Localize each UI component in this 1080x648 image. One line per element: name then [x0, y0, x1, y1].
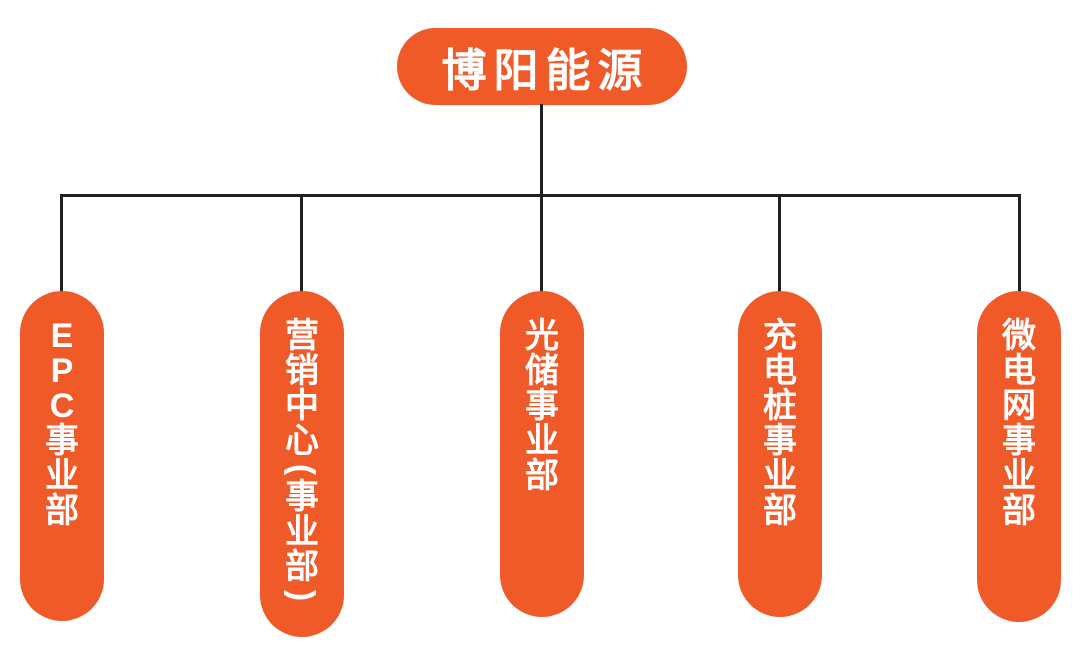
- vertical-glyph: E: [50, 317, 74, 355]
- vertical-glyph: 销: [285, 352, 319, 390]
- org-node-charging-pile-division-label: 充电桩事业部: [738, 291, 822, 529]
- vertical-glyph: 业: [763, 457, 797, 495]
- vertical-glyph: 微: [1002, 317, 1036, 355]
- vertical-glyph: 心: [285, 422, 319, 460]
- vertical-glyph: P: [50, 352, 74, 390]
- connector-drop-line-4: [778, 195, 781, 292]
- vertical-glyph: 光: [525, 317, 559, 355]
- vertical-glyph: 储: [525, 352, 559, 390]
- org-node-root-label: 博阳能源: [441, 45, 650, 96]
- connector-drop-line-1: [60, 195, 63, 292]
- vertical-glyph: C: [49, 387, 75, 425]
- org-node-marketing-center-division-label: 营销中心 ( 事业部): [260, 291, 344, 606]
- org-node-charging-pile-division: 充电桩事业部: [738, 291, 822, 617]
- connector-drop-line-3: [540, 195, 543, 292]
- vertical-glyph: (: [283, 463, 322, 476]
- vertical-glyph: 事: [45, 422, 79, 460]
- vertical-glyph: 部: [525, 457, 559, 495]
- vertical-glyph: 电: [763, 352, 797, 390]
- vertical-glyph: 部: [45, 492, 79, 530]
- vertical-glyph: 业: [285, 513, 319, 551]
- vertical-glyph: 部: [285, 548, 319, 586]
- vertical-glyph: 营: [285, 317, 319, 355]
- vertical-glyph: 部: [1002, 492, 1036, 530]
- vertical-glyph: 中: [285, 387, 319, 425]
- vertical-glyph: 业: [45, 457, 79, 495]
- vertical-glyph: 事: [285, 478, 319, 516]
- connector-trunk-line: [540, 104, 543, 196]
- vertical-glyph: 事: [1002, 422, 1036, 460]
- vertical-glyph: 业: [1002, 457, 1036, 495]
- vertical-glyph: 电: [1002, 352, 1036, 390]
- org-node-root: 博阳能源: [397, 28, 687, 105]
- vertical-glyph: 业: [525, 422, 559, 460]
- vertical-glyph: 事: [525, 387, 559, 425]
- vertical-glyph: 网: [1002, 387, 1036, 425]
- org-node-microgrid-division-label: 微电网事业部: [977, 291, 1061, 529]
- vertical-glyph: 事: [763, 422, 797, 460]
- vertical-glyph: 充: [763, 317, 797, 355]
- org-node-solar-storage-division: 光储事业部: [500, 291, 584, 617]
- vertical-glyph: ): [283, 589, 322, 602]
- vertical-glyph: 桩: [763, 387, 797, 425]
- org-node-solar-storage-division-label: 光储事业部: [500, 291, 584, 494]
- connector-drop-line-5: [1018, 195, 1021, 292]
- vertical-glyph: 部: [763, 492, 797, 530]
- org-node-microgrid-division: 微电网事业部: [977, 291, 1061, 622]
- org-node-marketing-center-division: 营销中心 ( 事业部): [260, 291, 344, 637]
- connector-drop-line-2: [300, 195, 303, 292]
